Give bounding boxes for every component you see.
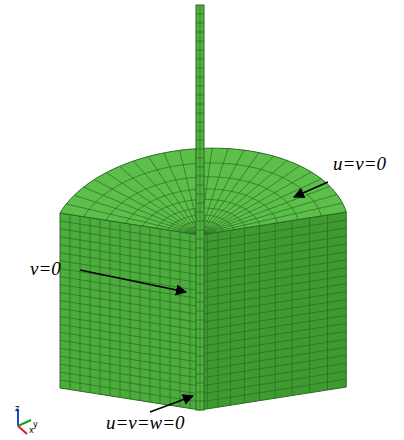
y-axis (18, 420, 31, 426)
leader-line (294, 182, 328, 197)
mesh-line (200, 153, 259, 235)
axis-label: z (15, 404, 19, 413)
mesh-line (94, 180, 200, 235)
label-holder: u=v=0 (333, 154, 386, 175)
mesh (60, 5, 346, 410)
mesh-line (200, 5, 201, 410)
mesh-line (133, 161, 200, 235)
mesh-line (200, 172, 311, 235)
label-holder: u=v=w=0 (106, 413, 185, 434)
boundary-condition: u=v=0 (333, 153, 386, 174)
pile (196, 5, 204, 410)
mesh-line (200, 379, 346, 402)
mesh-line (200, 203, 342, 235)
mesh-line (84, 187, 200, 235)
label-holder: x (29, 419, 34, 437)
mesh-line (60, 380, 200, 402)
mesh-line (200, 194, 337, 235)
x-axis (18, 426, 27, 434)
mesh-line (74, 195, 200, 235)
boundary-condition: u=v=w=0 (106, 412, 185, 433)
leader-line (150, 396, 193, 412)
mesh-line (200, 186, 330, 235)
boundary-condition: v=0 (30, 258, 61, 279)
axis-label: x (29, 426, 34, 435)
side-face (200, 212, 346, 410)
mesh-line (119, 166, 200, 235)
mesh-line (200, 161, 287, 235)
mesh-line (66, 204, 200, 235)
label-holder: v=0 (30, 259, 61, 280)
label-holder: z (15, 397, 19, 415)
symmetry-face (60, 213, 200, 410)
mesh-line (164, 153, 200, 235)
leader-lines (80, 182, 328, 412)
mesh-line (148, 157, 200, 235)
mesh-line (200, 166, 300, 235)
leader-line (80, 270, 186, 292)
mesh-line (200, 179, 321, 235)
mesh-line (200, 156, 274, 235)
